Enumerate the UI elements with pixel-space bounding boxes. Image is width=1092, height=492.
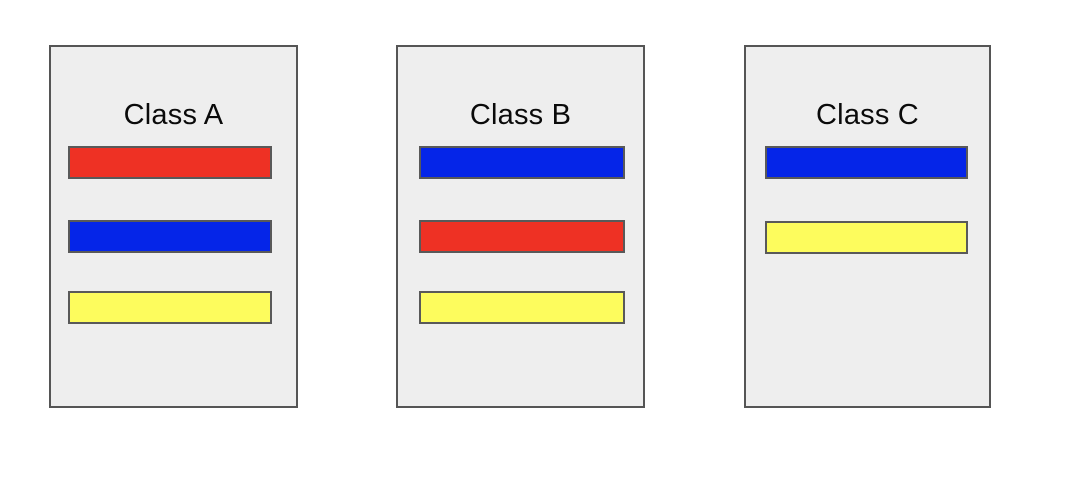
panel-title-class-b: Class B bbox=[469, 99, 572, 131]
bar-class-b-bar-3-yellow[interactable] bbox=[419, 291, 625, 324]
bar-class-a-bar-2-blue[interactable] bbox=[68, 220, 272, 253]
bar-class-a-bar-1-red[interactable] bbox=[68, 146, 272, 179]
bar-class-b-bar-1-blue[interactable] bbox=[419, 146, 625, 179]
bar-class-c-bar-1-blue[interactable] bbox=[765, 146, 968, 179]
panel-title-class-c: Class C bbox=[816, 99, 919, 131]
bar-class-a-bar-3-yellow[interactable] bbox=[68, 291, 272, 324]
panel-title-class-a: Class A bbox=[123, 99, 224, 131]
bar-class-c-bar-2-yellow[interactable] bbox=[765, 221, 968, 254]
bar-class-b-bar-2-red[interactable] bbox=[419, 220, 625, 253]
panel-class-a[interactable]: Class A bbox=[49, 45, 298, 408]
panel-class-b[interactable]: Class B bbox=[396, 45, 645, 408]
panel-class-c[interactable]: Class C bbox=[744, 45, 991, 408]
